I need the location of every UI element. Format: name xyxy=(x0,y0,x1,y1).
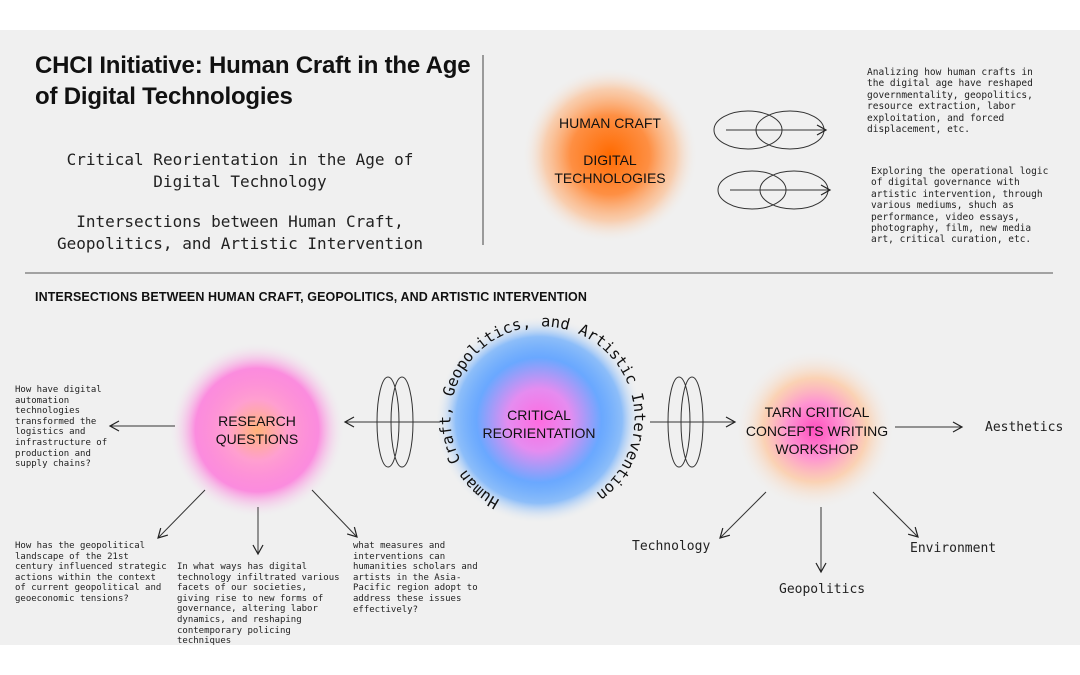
aesthetics-label: Aesthetics xyxy=(985,420,1064,435)
critical-reorientation-blob xyxy=(435,316,643,524)
subtitle-2: Intersections between Human Craft, Geopo… xyxy=(56,212,424,253)
arrow-to-q3 xyxy=(311,489,358,538)
section-title: INTERSECTIONS BETWEEN HUMAN CRAFT, GEOPO… xyxy=(35,290,587,304)
question-measures: what measures and interventions can huma… xyxy=(353,541,478,615)
research-questions-blob xyxy=(169,342,345,518)
environment-label: Environment xyxy=(910,541,997,556)
link-center-to-workshop xyxy=(650,376,737,468)
subtitle-1: Critical Reorientation in the Age of Dig… xyxy=(66,150,414,191)
venn-connector-top xyxy=(713,110,828,150)
digital-technologies-label: DIGITAL TECHNOLOGIES xyxy=(554,152,666,186)
arrow-to-environment xyxy=(872,491,919,538)
arrow-to-q1 xyxy=(157,489,206,539)
human-craft-label: HUMAN CRAFT xyxy=(559,115,661,131)
question-geopolitical-landscape: How has the geopolitical landscape of th… xyxy=(15,541,167,604)
technology-label: Technology xyxy=(632,539,711,554)
workshop-label: TARN CRITICAL CONCEPTS WRITING WORKSHOP xyxy=(745,404,889,457)
workshop-blob xyxy=(735,350,895,510)
link-center-to-research xyxy=(343,376,440,468)
question-digital-infiltration: In what ways has digital technology infi… xyxy=(177,562,340,647)
venn-connector-bottom xyxy=(717,170,832,210)
human-craft-blob xyxy=(522,67,698,243)
arrow-to-technology xyxy=(719,491,767,539)
research-questions-label: RESEARCH QUESTIONS xyxy=(215,413,299,447)
description-artistic-intervention: Exploring the operational logic of digit… xyxy=(871,166,1049,246)
page-title: CHCI Initiative: Human Craft in the Age … xyxy=(35,52,471,110)
description-human-craft: Analizing how human crafts in the digita… xyxy=(867,67,1033,136)
question-automation: How have digital automation technologies… xyxy=(15,385,108,470)
geopolitics-label: Geopolitics xyxy=(779,582,866,597)
critical-reorientation-label: CRITICAL REORIENTATION xyxy=(482,407,596,441)
